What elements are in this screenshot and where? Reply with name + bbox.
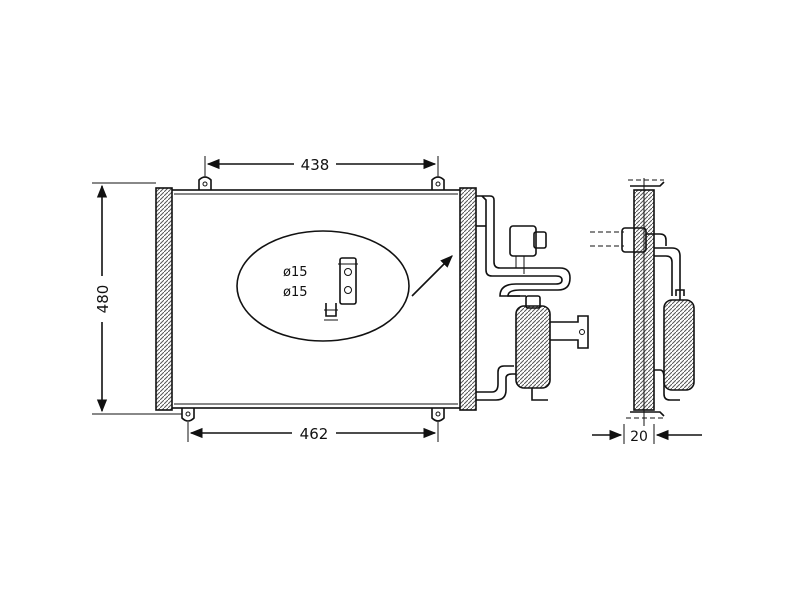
side-receiver-drier — [663, 289, 695, 391]
condenser-front-view: ø15 ø15 — [155, 176, 589, 422]
dimension-depth: 20 — [592, 424, 702, 445]
pressure-switch-block — [509, 225, 537, 257]
left-header-tank — [155, 187, 173, 411]
side-fitting-block — [621, 227, 647, 253]
dimension-height: 480 — [92, 182, 182, 415]
right-header-tank — [459, 187, 477, 411]
refrigerant-pipework — [476, 195, 571, 401]
dim-label-height: 480 — [94, 285, 112, 314]
port-diameter-label-2: ø15 — [283, 285, 308, 300]
detail-callout-ellipse — [236, 230, 410, 342]
dimension-top-width: 438 — [204, 156, 439, 176]
top-bracket-left — [198, 176, 212, 190]
dim-label-depth: 20 — [630, 429, 648, 445]
port-fitting-detail — [324, 257, 358, 321]
dimension-bottom-width: 462 — [187, 422, 439, 443]
condenser-side-view — [590, 178, 695, 426]
condenser-core — [169, 189, 463, 409]
receiver-drier — [515, 295, 589, 401]
bottom-bracket-right — [431, 408, 445, 422]
dim-label-top-width: 438 — [301, 156, 330, 174]
dim-label-bottom-width: 462 — [300, 425, 329, 443]
callout-leader-arrow — [411, 255, 453, 297]
top-bracket-right — [431, 176, 445, 190]
bottom-bracket-left — [181, 408, 195, 422]
port-diameter-label-1: ø15 — [283, 265, 308, 280]
